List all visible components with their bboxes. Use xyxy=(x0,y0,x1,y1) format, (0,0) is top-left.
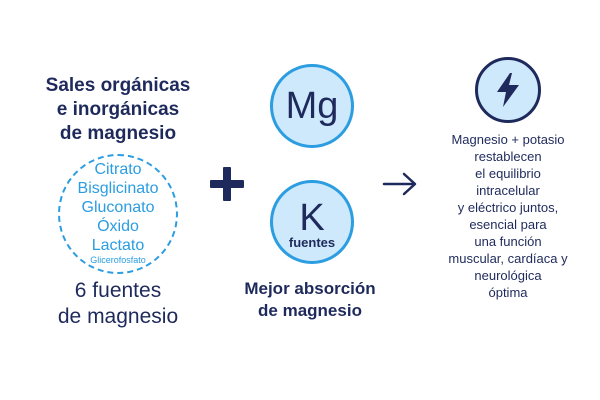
salt-item: Óxido xyxy=(97,218,139,235)
salt-item: Lactato xyxy=(91,237,145,254)
salts-title: Sales orgánicas e inorgánicas de magnesi… xyxy=(18,74,218,146)
benefit-line: el equilibrio xyxy=(475,166,541,181)
absorption-line: Mejor absorción xyxy=(244,279,376,298)
benefit-line: esencial para xyxy=(469,217,547,232)
absorption-text: Mejor absorción de magnesio xyxy=(225,278,395,322)
salt-item: Gluconato xyxy=(81,199,155,216)
benefit-line: restablecen xyxy=(474,149,542,164)
benefit-line: una función xyxy=(474,234,542,249)
benefit-line: Magnesio + potasio xyxy=(451,132,565,147)
benefit-line: neurológica xyxy=(474,268,542,283)
absorption-line: de magnesio xyxy=(258,301,362,320)
magnesium-circle: Mg xyxy=(270,64,354,148)
benefit-line: muscular, cardíaca y xyxy=(448,251,568,266)
salts-list: Citrato Bisglicinato Gluconato Óxido Lac… xyxy=(56,160,180,266)
salt-item: Citrato xyxy=(94,161,142,178)
benefit-line: óptima xyxy=(488,285,528,300)
benefit-line: intracelular xyxy=(476,183,540,198)
benefit-description: Magnesio + potasio restablecen el equili… xyxy=(420,131,596,301)
lightning-bolt-circle xyxy=(475,57,541,123)
salt-item: Bisglicinato xyxy=(77,180,159,197)
lightning-bolt-icon xyxy=(497,73,519,107)
potassium-symbol: K xyxy=(299,197,325,239)
plus-icon xyxy=(210,167,244,201)
salts-dashed-circle xyxy=(58,154,178,274)
magnesium-symbol: Mg xyxy=(285,85,339,127)
sources-line: 6 fuentes xyxy=(74,279,162,302)
potassium-subtitle: fuentes xyxy=(288,235,336,250)
sources-count-text: 6 fuentes de magnesio xyxy=(18,278,218,330)
salt-item-small: Glicerofosfato xyxy=(90,255,146,265)
salts-title-line: de magnesio xyxy=(59,123,177,144)
sources-line: de magnesio xyxy=(57,305,179,328)
potassium-circle: K fuentes xyxy=(270,180,354,264)
benefit-line: y eléctrico juntos, xyxy=(457,200,559,215)
salts-title-line: e inorgánicas xyxy=(56,99,180,120)
arrow-right-icon xyxy=(382,172,417,196)
salts-title-line: Sales orgánicas xyxy=(45,75,191,96)
